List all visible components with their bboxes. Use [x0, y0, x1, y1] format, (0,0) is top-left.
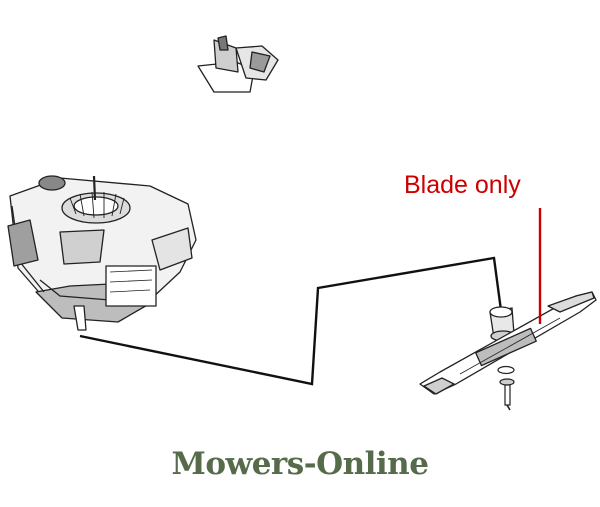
blade-bolt [497, 365, 515, 411]
site-watermark: Mowers-Online [171, 446, 429, 482]
blade-callout-label: Blade only [404, 171, 521, 199]
assembly-line [79, 256, 504, 386]
mower-engine [7, 175, 197, 331]
mower-blade [419, 291, 597, 395]
grass-deflector-part [197, 35, 279, 93]
